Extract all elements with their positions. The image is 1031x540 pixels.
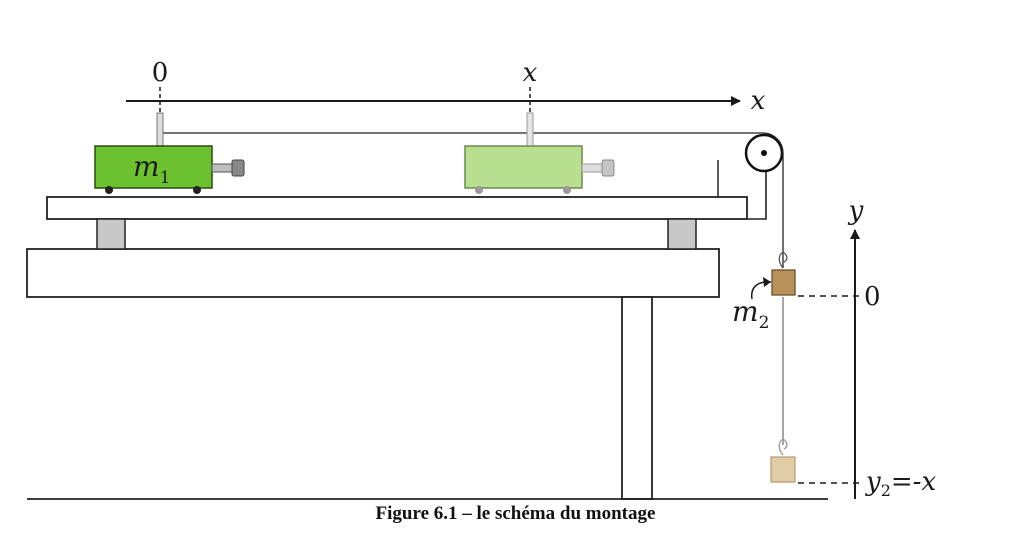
mass-m2-pointer-head (763, 277, 771, 287)
cart-ghost (464, 112, 615, 194)
pulley-axle (761, 150, 767, 156)
mass-m2-block (771, 269, 796, 296)
mass-m2-label-sub: 2 (759, 313, 770, 333)
y-end-label-rest: =-x (891, 467, 937, 497)
mass-ghost-block (770, 456, 796, 483)
track-board (46, 196, 748, 220)
cart-m1-label-base: m (133, 150, 160, 183)
support-block-right (667, 218, 697, 250)
cart-m1: m1 (94, 112, 245, 194)
bench (26, 196, 748, 500)
cart-m1-label: m1 (133, 150, 170, 188)
y-end-label-base: y (865, 467, 881, 497)
x-position-label: x (523, 58, 538, 88)
support-block-left (96, 218, 126, 250)
y-end-label: y2=-x (865, 467, 936, 500)
figure-caption: Figure 6.1 – le schéma du montage (375, 503, 656, 524)
bench-leg (621, 296, 653, 500)
mass-m2-label-base: m (732, 295, 759, 328)
mass-ghost (770, 438, 796, 483)
mass-ghost-hook (778, 438, 788, 456)
y-origin-label: 0 (864, 282, 881, 312)
mass-m2 (771, 251, 796, 296)
mass-m2-hook (778, 251, 788, 269)
bench-top (26, 248, 720, 298)
y-end-label-sub: 2 (881, 481, 891, 500)
cart-ghost-wheel-right (563, 186, 571, 194)
cart-m1-wheel-right (193, 186, 201, 194)
string (160, 132, 784, 268)
x-axis-label: x (751, 86, 766, 116)
cart-ghost-body (464, 145, 583, 189)
mass-m2-label: m2 (732, 295, 769, 333)
x-origin-label: 0 (152, 58, 169, 88)
cart-ghost-bumper (601, 159, 615, 177)
cart-m1-label-sub: 1 (160, 168, 171, 188)
cart-m1-bumper (231, 159, 245, 177)
cart-ghost-rod (526, 112, 534, 147)
cart-ghost-wheel-left (475, 186, 483, 194)
cart-m1-rod (156, 112, 164, 147)
cart-m1-bumper-rod (211, 163, 235, 173)
cart-m1-wheel-left (105, 186, 113, 194)
pulley-bracket (747, 154, 767, 220)
y-axis-label: y (848, 196, 864, 226)
cart-ghost-bumper-rod (581, 163, 605, 173)
